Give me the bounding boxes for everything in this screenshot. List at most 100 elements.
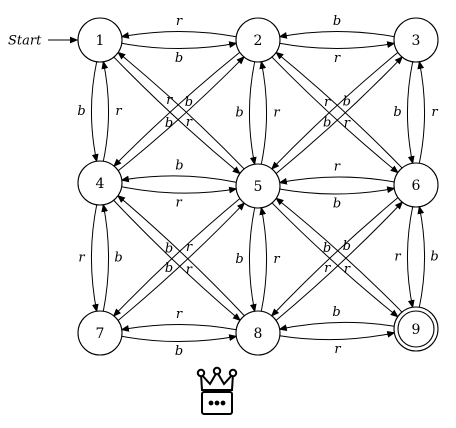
- edge-line: [275, 197, 404, 314]
- state-node-6: 6: [393, 162, 439, 208]
- edge-label: r: [334, 160, 341, 175]
- edge-line: [116, 194, 246, 317]
- edge-label: b: [165, 261, 173, 276]
- edge-line: [417, 60, 426, 165]
- edge-line: [120, 41, 238, 50]
- edge-5-1: b: [116, 51, 246, 171]
- state-label: 7: [96, 326, 105, 342]
- edge-label: r: [273, 252, 280, 267]
- edge-label: b: [333, 197, 341, 212]
- edge-2-4: r: [112, 51, 241, 168]
- edge-label: r: [344, 262, 351, 277]
- edge-4-5: r: [120, 186, 238, 211]
- edge-label: b: [77, 104, 85, 119]
- edge-2-3: r: [278, 41, 396, 66]
- edge-9-8: b: [278, 305, 396, 332]
- edge-label: r: [186, 240, 193, 255]
- edge-3-6: b: [393, 60, 415, 165]
- state-circle: [235, 310, 281, 356]
- edge-label: b: [175, 159, 183, 174]
- edge-line: [270, 51, 400, 171]
- edge-label: b: [393, 105, 401, 120]
- edge-line: [101, 203, 110, 313]
- edge-label: r: [344, 116, 351, 131]
- edge-label: b: [235, 106, 243, 121]
- edge-6-3: r: [417, 60, 438, 165]
- edge-label: b: [165, 241, 173, 256]
- edge-label: r: [175, 196, 182, 211]
- edge-line: [278, 321, 396, 332]
- edge-label: r: [324, 261, 331, 276]
- edge-7-5: r: [116, 201, 246, 322]
- state-label: 1: [96, 33, 105, 49]
- edge-8-6: r: [274, 201, 404, 322]
- node-layer: 1 2 3 4 5 6 7 8 9: [77, 17, 439, 356]
- edge-line: [259, 60, 268, 166]
- edge-line: [116, 51, 246, 171]
- state-circle: [77, 310, 123, 356]
- edge-label: b: [165, 116, 173, 131]
- state-node-2: 2: [235, 17, 281, 63]
- edge-label: b: [323, 241, 331, 256]
- edge-line: [274, 55, 404, 175]
- edge-line: [90, 60, 99, 163]
- edge-line: [270, 55, 400, 174]
- edge-6-9: r: [394, 205, 415, 309]
- edge-label: b: [175, 51, 183, 66]
- edge-line: [270, 196, 400, 317]
- edge-9-6: b: [417, 205, 439, 309]
- edge-line: [120, 30, 238, 39]
- edge-label: r: [186, 263, 193, 278]
- edge-6-5: r: [278, 160, 396, 185]
- edge-7-8: b: [120, 334, 238, 359]
- edge-line: [274, 201, 404, 322]
- start-pointer: Start: [8, 34, 79, 49]
- edge-label: b: [185, 95, 193, 110]
- edge-5-3: r: [274, 55, 404, 175]
- edge-label: r: [394, 250, 401, 265]
- edge-label: b: [343, 239, 351, 254]
- edge-8-7: r: [120, 307, 238, 332]
- edge-2-5: b: [235, 60, 257, 166]
- edge-label: r: [273, 106, 280, 121]
- edge-line: [406, 205, 415, 309]
- edge-1-5: b: [112, 55, 242, 175]
- edge-line: [120, 323, 238, 332]
- state-node-9: 9: [393, 306, 439, 352]
- state-label: 6: [412, 178, 421, 194]
- edge-label: r: [334, 51, 341, 66]
- edge-line: [101, 60, 110, 163]
- edge-5-4: b: [120, 159, 238, 183]
- edge-line: [120, 186, 238, 194]
- edge-label: b: [332, 305, 340, 320]
- edge-6-2: b: [274, 51, 404, 170]
- edge-5-7: b: [112, 197, 242, 318]
- edge-5-9: r: [270, 201, 399, 318]
- state-label: 5: [254, 179, 263, 195]
- edge-5-2: r: [259, 60, 280, 166]
- edge-line: [248, 60, 257, 166]
- edge-2-6: b: [270, 55, 400, 174]
- edge-line: [274, 51, 404, 170]
- state-label: 4: [96, 176, 105, 192]
- state-node-4: 4: [77, 160, 123, 206]
- edge-3-5: r: [270, 51, 400, 171]
- state-label: 9: [412, 322, 421, 338]
- state-label: 3: [412, 33, 421, 49]
- edge-label: b: [114, 251, 122, 266]
- edge-label: b: [430, 250, 438, 265]
- edge-8-4: r: [116, 194, 246, 317]
- edge-label: b: [323, 116, 331, 131]
- state-label: 8: [254, 326, 263, 342]
- edge-4-7: r: [78, 203, 99, 313]
- edge-7-4: b: [101, 203, 123, 313]
- edge-label: r: [166, 93, 173, 108]
- state-circle: [235, 17, 281, 63]
- edge-1-4: b: [77, 60, 99, 163]
- edge-line: [112, 197, 242, 318]
- state-circle: [393, 162, 439, 208]
- edge-5-8: b: [235, 206, 257, 313]
- edge-label: r: [431, 105, 438, 120]
- edge-line: [112, 51, 241, 168]
- edge-line: [116, 201, 246, 322]
